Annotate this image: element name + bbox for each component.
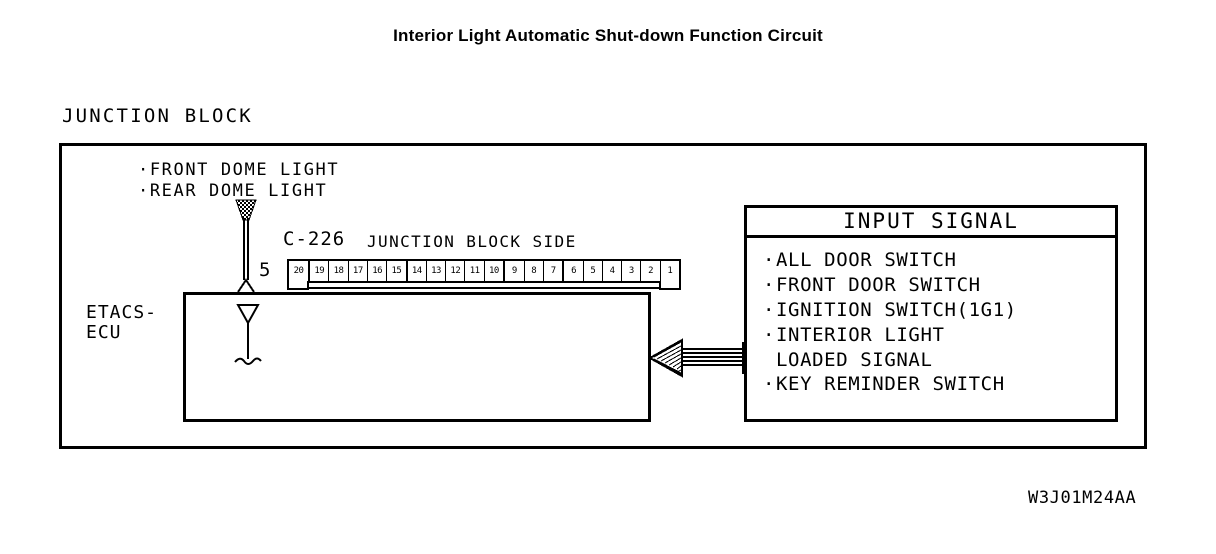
- connector-pin-13[interactable]: 13: [427, 261, 447, 281]
- input-signal-item: ·KEY REMINDER SWITCH: [763, 372, 1115, 397]
- connector-code-label: C-226: [283, 228, 346, 250]
- connector-pin-20[interactable]: 20: [293, 266, 304, 276]
- connector-pin-7[interactable]: 7: [550, 266, 556, 276]
- connector-pin-17[interactable]: 17: [349, 261, 368, 281]
- connector-pin-9[interactable]: 9: [505, 261, 525, 281]
- connector-pin-2[interactable]: 2: [641, 261, 661, 281]
- input-signal-arrow-icon: [647, 336, 746, 380]
- connector-pin-8[interactable]: 8: [525, 261, 544, 281]
- input-signal-list: ·ALL DOOR SWITCH·FRONT DOOR SWITCH·IGNIT…: [747, 238, 1115, 397]
- wire-pin-number-label: 5: [259, 259, 271, 281]
- input-signal-item: ·ALL DOOR SWITCH: [763, 248, 1115, 273]
- wire-harness-icon: [228, 198, 268, 294]
- ground-terminal-icon: [232, 303, 264, 369]
- connector-pin-12[interactable]: 12: [446, 261, 466, 281]
- etacs-ecu-label: ETACS- ECU: [86, 303, 157, 343]
- input-signal-item-label: IGNITION SWITCH(1G1): [776, 299, 1017, 321]
- connector-side-label: JUNCTION BLOCK SIDE: [367, 232, 577, 251]
- connector-pin-18[interactable]: 18: [329, 261, 349, 281]
- input-signal-item: ·IGNITION SWITCH(1G1): [763, 298, 1115, 323]
- connector-pin-16[interactable]: 16: [368, 261, 388, 281]
- input-signal-item-label: FRONT DOOR SWITCH: [776, 274, 981, 296]
- connector-pin-10[interactable]: 10: [489, 266, 499, 276]
- etacs-ecu-label-line1: ETACS-: [86, 302, 158, 323]
- input-signal-item: ·INTERIOR LIGHT: [763, 323, 1115, 348]
- etacs-ecu-label-line2: ECU: [86, 322, 122, 343]
- pin-group: 20: [289, 261, 311, 281]
- front-dome-light-label: ·FRONT DOME LIGHT: [138, 160, 340, 180]
- junction-block-caption: JUNCTION BLOCK: [62, 105, 253, 127]
- connector-rail: [307, 287, 661, 289]
- bullet-icon: ·: [763, 373, 776, 395]
- bullet-icon: ·: [763, 249, 776, 271]
- input-signal-item-label: ALL DOOR SWITCH: [776, 249, 957, 271]
- connector-pin-4[interactable]: 4: [603, 261, 623, 281]
- bullet-icon: ·: [763, 324, 776, 346]
- connector-pin-3[interactable]: 3: [622, 261, 642, 281]
- input-signal-item: ·FRONT DOOR SWITCH: [763, 273, 1115, 298]
- bullet-icon: ·: [763, 274, 776, 296]
- input-signal-item-continuation: LOADED SIGNAL: [776, 349, 933, 371]
- bullet-icon: ·: [763, 299, 776, 321]
- dome-light-labels: ·FRONT DOME LIGHT ·REAR DOME LIGHT: [138, 160, 339, 202]
- connector-pin-5[interactable]: 5: [584, 261, 603, 281]
- etacs-ecu-box: [183, 292, 651, 422]
- junction-block-frame: [59, 143, 1147, 449]
- input-signal-item-label: KEY REMINDER SWITCH: [776, 373, 1005, 395]
- connector-pin-19[interactable]: 19: [310, 261, 330, 281]
- rear-dome-light-label: ·REAR DOME LIGHT: [138, 181, 328, 201]
- input-signal-item-label: INTERIOR LIGHT: [776, 324, 945, 346]
- input-signal-header: INPUT SIGNAL: [747, 208, 1115, 238]
- connector-pin-15[interactable]: 15: [391, 266, 402, 276]
- connector-pin-14[interactable]: 14: [408, 261, 427, 281]
- input-signal-box: INPUT SIGNAL ·ALL DOOR SWITCH·FRONT DOOR…: [744, 205, 1118, 422]
- connector-pin-6[interactable]: 6: [564, 261, 584, 281]
- connector-tab-right: [659, 281, 681, 290]
- page-title: Interior Light Automatic Shut-down Funct…: [393, 26, 823, 45]
- reference-code: W3J01M24AA: [1028, 488, 1137, 508]
- connector-pin-1[interactable]: 1: [667, 266, 673, 276]
- connector-tab-left: [287, 281, 309, 290]
- connector-pin-11[interactable]: 11: [465, 261, 485, 281]
